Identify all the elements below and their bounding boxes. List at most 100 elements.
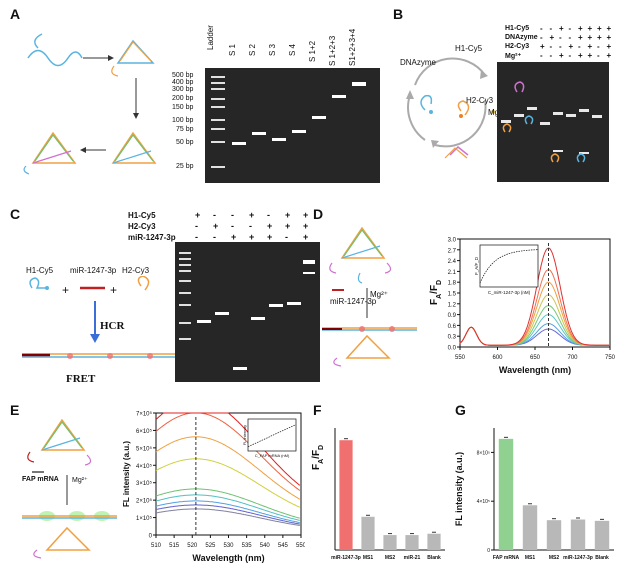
y-tick-label: 1×10⁵: [136, 515, 153, 522]
condition-sign: -: [195, 232, 198, 242]
y-axis-label: FL intensity (a.u.): [122, 441, 131, 507]
condition-sign: +: [606, 42, 612, 51]
y-tick-label: 0: [487, 548, 490, 554]
label-h1: H1-Cy5: [455, 44, 483, 53]
condition-sign: -: [597, 51, 600, 60]
condition-sign: -: [568, 33, 572, 42]
condition-sign: -: [549, 24, 553, 33]
spectrum-series-line: [155, 412, 301, 491]
condition-sign: -: [231, 221, 234, 231]
y-tick-label: 1.2: [448, 302, 457, 308]
condition-sign: +: [267, 221, 273, 231]
condition-sign: -: [267, 210, 270, 220]
panel-label-b: B: [393, 6, 404, 22]
condition-sign: +: [285, 210, 291, 220]
category-label: FAP mRNA: [493, 555, 520, 561]
lane-label: Ladder: [206, 25, 215, 50]
spectrum-series-line: [459, 281, 610, 346]
category-label: MS1: [525, 555, 536, 561]
x-tick-label: 515: [169, 543, 180, 549]
inset-y-label: F_A/F_D: [474, 256, 479, 275]
condition-sign: +: [549, 33, 555, 42]
lane-label: S 1+2: [308, 40, 317, 62]
condition-sign: +: [578, 51, 583, 60]
condition-sign: +: [568, 42, 574, 51]
label-target: FAP mRNA: [22, 476, 59, 483]
lane-label: S 4: [288, 43, 297, 56]
ladder-mark: 200 bp: [172, 95, 194, 102]
y-tick-label: 2.7: [448, 248, 457, 254]
spectrum-series-line: [155, 412, 301, 486]
category-label: miR-21: [404, 555, 421, 561]
row-name: Mg²⁺: [505, 53, 522, 60]
bar: [361, 516, 375, 550]
condition-sign: +: [606, 51, 612, 60]
condition-sign: +: [606, 33, 612, 42]
lane-label: S 2: [248, 43, 257, 56]
condition-sign: +: [606, 24, 612, 33]
bar: [546, 520, 562, 550]
condition-sign: +: [249, 232, 255, 242]
condition-sign: -: [578, 42, 581, 51]
x-tick-label: 750: [605, 355, 616, 361]
x-tick-label: 510: [151, 543, 162, 549]
spectrum-series-line: [155, 494, 300, 521]
row-name: H1-Cy5: [505, 25, 530, 32]
spectrum-series-line: [155, 458, 301, 508]
inset-frame: [247, 418, 297, 452]
spectrum-series-line: [459, 323, 610, 346]
condition-sign: +: [231, 232, 237, 242]
bar: [570, 519, 586, 550]
row-name: DNAzyme: [505, 34, 538, 41]
y-tick-label: 2.4: [448, 259, 457, 265]
x-tick-label: 650: [530, 355, 541, 361]
label-mg: Mg²⁺: [370, 290, 388, 299]
y-tick-label: 2×10⁵: [136, 498, 153, 505]
condition-sign: -: [540, 51, 543, 60]
spectrum-series-line: [155, 500, 300, 524]
y-tick-label: 3×10⁵: [136, 480, 153, 487]
panel-label-g: G: [455, 402, 466, 418]
condition-sign: +: [303, 210, 309, 220]
condition-sign: +: [597, 24, 602, 33]
condition-sign: +: [587, 51, 593, 60]
bar: [405, 535, 419, 550]
label-h1: H1-Cy5: [26, 266, 54, 275]
category-label: MS2: [385, 555, 396, 561]
label-h2: H2-Cy3: [466, 96, 494, 105]
y-tick-label: 0: [149, 534, 153, 540]
bar: [383, 535, 397, 550]
condition-sign: -: [559, 33, 562, 42]
y-tick-label: 5×10⁵: [136, 445, 153, 452]
condition-sign: +: [587, 24, 593, 33]
condition-sign: -: [549, 42, 553, 51]
category-label: Blank: [595, 555, 609, 561]
lane-label: S 3: [268, 43, 277, 56]
y-axis-label: FA/FD: [311, 445, 325, 470]
row-name: H1-Cy5: [128, 211, 156, 220]
ladder-mark: 150 bp: [172, 104, 194, 111]
row-name: H2-Cy3: [505, 43, 530, 50]
lane-label: S1+2+3+4: [348, 28, 357, 66]
y-tick-label: 4×10⁵: [477, 499, 490, 505]
bar: [522, 505, 538, 550]
condition-sign: +: [303, 232, 309, 242]
condition-sign: +: [249, 210, 255, 220]
y-tick-label: 0.6: [448, 324, 457, 330]
condition-sign: +: [559, 51, 564, 60]
category-label: MS1: [363, 555, 374, 561]
y-tick-label: 1.8: [448, 281, 457, 287]
panel-b-scheme: [406, 57, 495, 159]
y-axis-label: FL intensity (a.u.): [454, 452, 464, 526]
panel-a-scheme: [23, 33, 157, 175]
x-tick-label: 700: [567, 355, 578, 361]
ladder-mark: 50 bp: [176, 139, 194, 146]
label-hcr: HCR: [100, 320, 125, 332]
ladder-mark: 300 bp: [172, 86, 194, 93]
condition-sign: -: [568, 24, 572, 33]
inset-x-label: C_FAP mRNA (nM): [255, 453, 290, 458]
inset-x-label: C_miR-1247-3p (nM): [488, 290, 531, 295]
y-tick-label: 0.9: [448, 313, 457, 319]
